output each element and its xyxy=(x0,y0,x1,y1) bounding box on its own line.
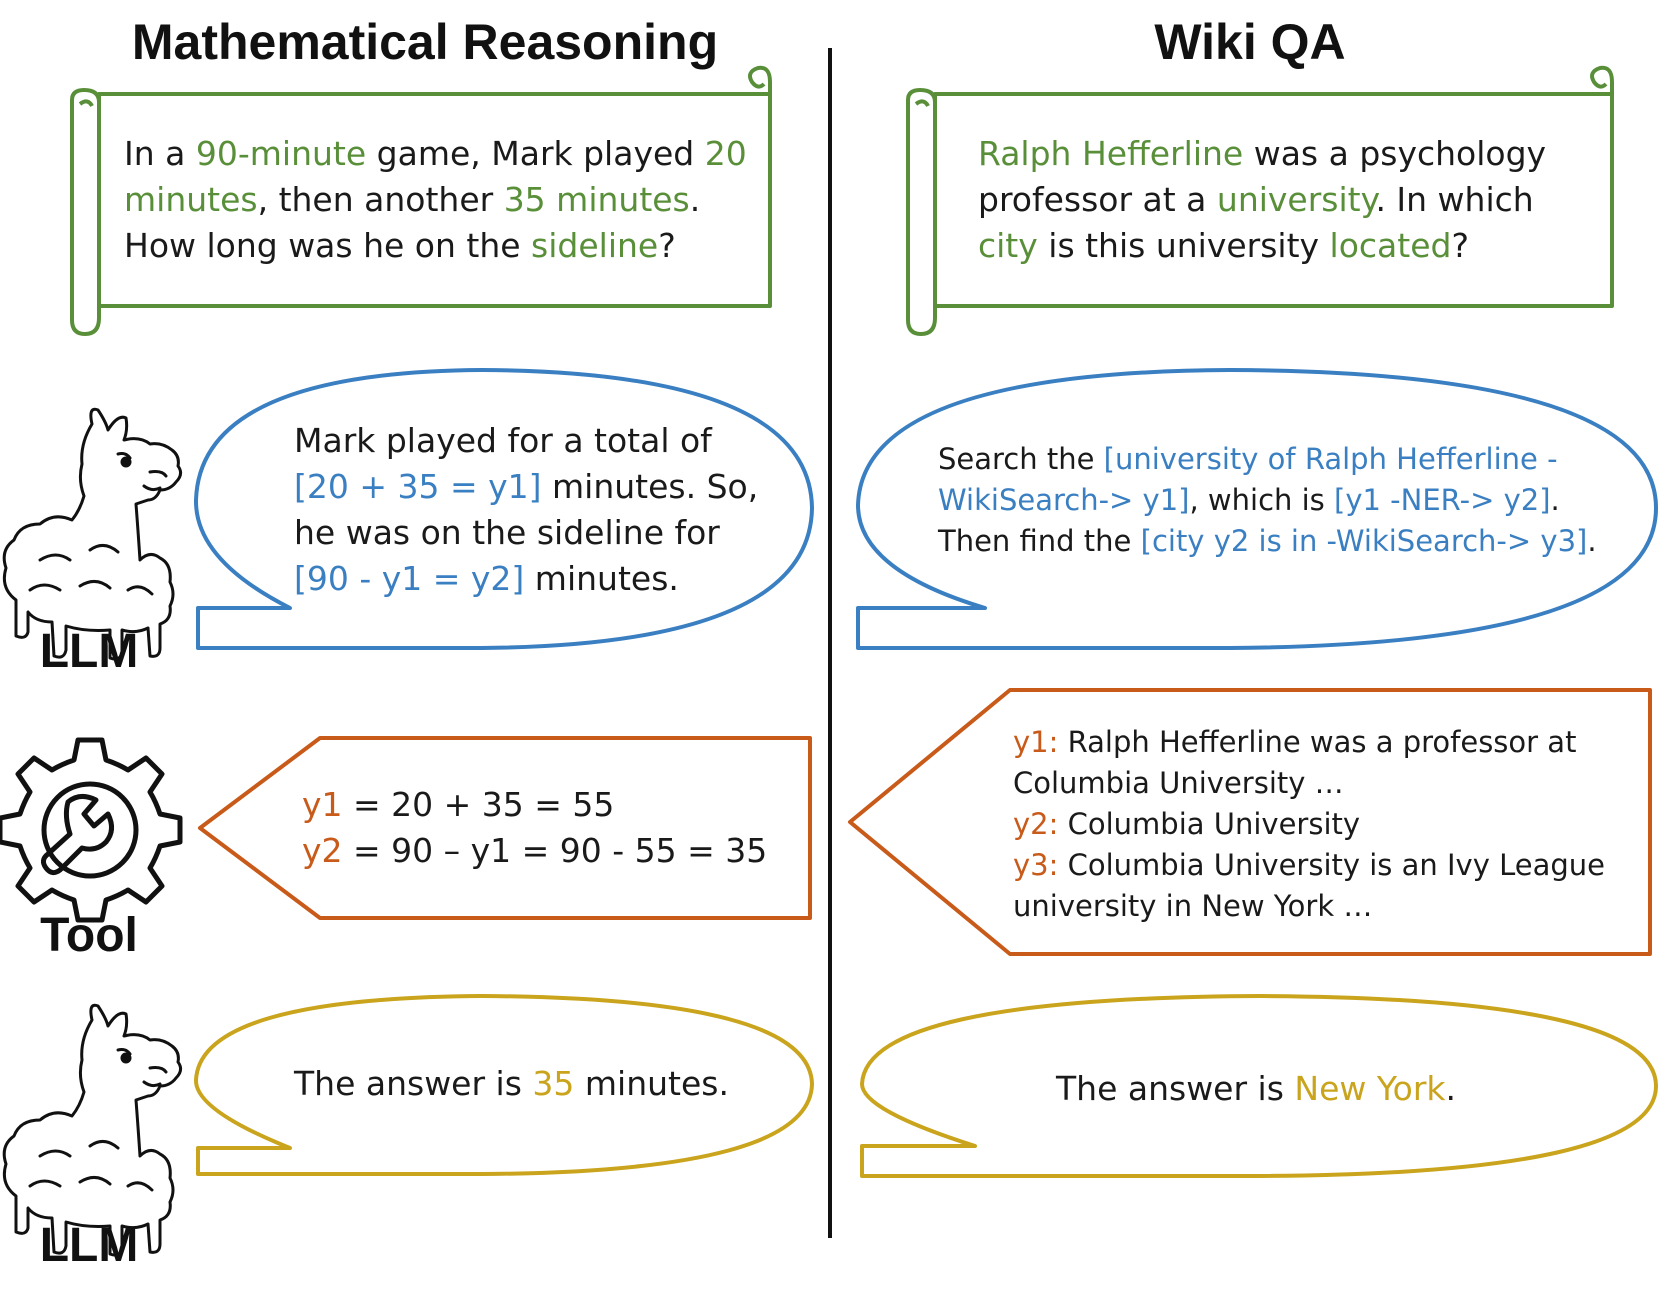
math-tool-text: y1 = 20 + 35 = 55 y2 = 90 – y1 = 90 - 55… xyxy=(302,782,767,874)
agent-label-llm: LLM xyxy=(39,1219,139,1272)
text-line: university in New York … xyxy=(1013,889,1373,923)
math-llm-bubble xyxy=(193,368,814,650)
math-answer-bubble xyxy=(193,994,814,1176)
text-line: y2 = 90 – y1 = 90 - 55 = 35 xyxy=(302,831,768,870)
math-llm-text: Mark played for a total of [20 + 35 = y1… xyxy=(294,418,758,602)
wiki-title: Wiki QA xyxy=(1154,14,1346,70)
wiki-llm-bubble xyxy=(856,368,1658,650)
text-line: he was on the sideline for xyxy=(294,513,720,552)
agent-label-tool: Tool xyxy=(40,909,138,962)
wiki-tool-callout xyxy=(848,688,1652,956)
math-question-scroll xyxy=(70,65,772,336)
text-line: Ralph Hefferline was a psychology xyxy=(978,134,1547,173)
math-question-text: In a 90-minute game, Mark played 20 minu… xyxy=(124,131,747,269)
wiki-answer-text: The answer is New York. xyxy=(1056,1069,1457,1108)
text-line: [20 + 35 = y1] minutes. So, xyxy=(294,467,759,506)
text-line: In a 90-minute game, Mark played 20 xyxy=(124,134,747,173)
text-line: y3: Columbia University is an Ivy League xyxy=(1013,848,1605,882)
text-line: minutes, then another 35 minutes. xyxy=(124,180,701,219)
agent-label-llm: LLM xyxy=(39,625,139,678)
text-line: How long was he on the sideline? xyxy=(124,226,676,265)
wiki-question-text: Ralph Hefferline was a psychology profes… xyxy=(978,131,1546,269)
text-line: city is this university located? xyxy=(978,226,1469,265)
wiki-answer-bubble xyxy=(860,994,1658,1178)
math-answer-text: The answer is 35 minutes. xyxy=(294,1064,729,1103)
wiki-tool-text: y1: Ralph Hefferline was a professor at … xyxy=(1013,722,1605,927)
text-line: Then find the [city y2 is in -WikiSearch… xyxy=(938,524,1597,558)
text-line: y1 = 20 + 35 = 55 xyxy=(302,785,615,824)
wiki-question-scroll xyxy=(906,65,1614,336)
llama-icon xyxy=(2,407,183,661)
text-line: y1: Ralph Hefferline was a professor at xyxy=(1013,725,1577,759)
text-line: Columbia University … xyxy=(1013,766,1344,800)
math-tool-callout xyxy=(198,736,812,920)
math-title: Mathematical Reasoning xyxy=(131,14,719,70)
llama-icon xyxy=(2,1003,183,1257)
text-line: WikiSearch-> y1], which is [y1 -NER-> y2… xyxy=(938,483,1560,517)
wiki-llm-text: Search the [university of Ralph Hefferli… xyxy=(938,439,1597,562)
gear-wrench-icon xyxy=(0,737,183,923)
text-line: y2: Columbia University xyxy=(1013,807,1361,841)
text-line: [90 - y1 = y2] minutes. xyxy=(294,559,679,598)
text-line: Mark played for a total of xyxy=(294,421,712,460)
text-line: professor at a university. In which xyxy=(978,180,1534,219)
text-line: Search the [university of Ralph Hefferli… xyxy=(938,442,1558,476)
